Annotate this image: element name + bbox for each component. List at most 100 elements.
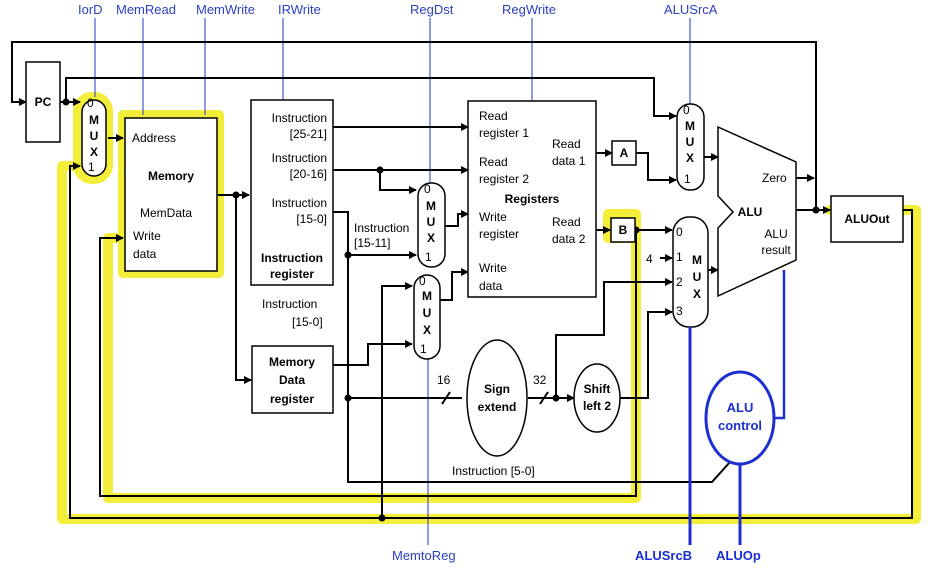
ir-range-15-0: [15-0] [296,212,327,226]
read-register-2-label-2: register 2 [479,172,529,186]
alu-result-label-2: result [761,243,791,257]
memwrite-signal-label: MemWrite [196,2,255,17]
mux-letter-u: U [693,270,702,284]
write-data-label-2: data [479,279,503,293]
constant-four-label: 4 [646,252,653,266]
bus-width-32: 32 [533,373,547,387]
write-register-label: Write [479,210,507,224]
ir-range-20-16: [20-16] [290,167,327,181]
mux-letter-u: U [90,129,99,143]
mux-input-0: 0 [87,96,94,110]
memtoreg-mux: 0 M U X 1 [413,274,441,360]
alu-control-unit: ALU control [704,270,786,466]
write-data-label: Write [479,261,507,275]
mux-letter-u: U [427,215,436,229]
memory-title: Memory [148,169,194,183]
memory-memdata-label: MemData [140,206,192,220]
aluout-label: ALUOut [844,212,889,226]
alu-control-label-1: ALU [727,400,754,415]
b-register-label: B [619,223,628,237]
mux-input-0: 0 [683,103,690,117]
ir-range-25-21: [25-21] [290,127,327,141]
memory-data-label: data [133,247,157,261]
irwrite-signal-label: IRWrite [278,2,321,17]
regwrite-signal-label: RegWrite [502,2,556,17]
register-file: Read register 1 Read register 2 Register… [467,100,597,298]
alusrca-signal-label: ALUSrcA [664,2,718,17]
mux-letter-u: U [686,135,695,149]
memtoreg-signal-label: MemtoReg [392,548,456,563]
memory-data-register: Memory Data register [251,345,334,414]
alu-title: ALU [738,205,763,219]
alu-zero-label: Zero [762,171,787,185]
ir-instr-20-16: Instruction [272,151,327,165]
alu-result-label: ALU [764,227,787,241]
sign-extend-unit: Sign extend [466,339,528,457]
regdst-mux: 0 M U X 1 [417,182,446,268]
read-register-1-label: Read [479,109,508,123]
mux-letter-x: X [90,145,98,159]
mux-input-1: 1 [88,160,95,174]
memory-address-label: Address [132,131,176,145]
mux-letter-m: M [426,199,436,213]
instruction-register: Instruction [25-21] Instruction [20-16] … [250,99,334,286]
a-register: A [611,140,637,166]
shift-left-label-1: Shift [584,382,611,396]
read-register-1-label-2: register 1 [479,126,529,140]
shift-left-2-unit: Shift left 2 [573,363,621,433]
mux-letter-m: M [685,119,695,133]
mdr-line-2: Data [279,373,305,387]
pc-register: PC [25,61,61,143]
read-data-1-label: Read [552,137,581,151]
ir-title-2: register [270,267,314,281]
mux-input-0: 0 [424,182,431,196]
mux-input-2: 2 [676,275,683,289]
junction-dots [62,98,820,522]
alusrcb-signal-label: ALUSrcB [635,548,692,563]
mux-input-1: 1 [684,172,691,186]
instr-15-11-label: Instruction [354,221,409,235]
iord-mux: 0 M U X 1 [81,96,107,177]
instr-15-11-range: [15-11] [354,236,390,250]
control-signal-labels: IorD MemRead MemWrite IRWrite RegDst Reg… [78,2,761,563]
instr-15-0-range: [15-0] [292,315,323,329]
read-register-2-label: Read [479,155,508,169]
mux-input-0: 0 [676,225,683,239]
alu-control-label-2: control [718,418,762,433]
mux-letter-x: X [686,151,694,165]
regdst-signal-label: RegDst [410,2,454,17]
mux-letter-x: X [423,323,431,337]
mux-input-1: 1 [420,342,427,356]
ir-instr-15-0: Instruction [272,196,327,210]
b-register: B [610,217,636,243]
bus-width-16: 16 [437,373,451,387]
pc-label: PC [35,95,52,109]
ir-instr-25-21: Instruction [272,111,327,125]
registers-title: Registers [505,192,560,206]
sign-extend-label-2: extend [478,400,517,414]
mux-letter-m: M [89,113,99,127]
ir-title-1: Instruction [261,251,323,265]
mux-letter-m: M [422,289,432,303]
mdr-line-1: Memory [269,355,315,369]
read-data-2-label-2: data 2 [552,232,586,246]
alusrca-mux: 0 M U X 1 [676,103,705,191]
aluop-signal-label: ALUOp [716,548,761,563]
memory-unit: Address Memory MemData Write data [124,117,218,272]
write-register-label-2: register [479,227,519,241]
mux-letter-m: M [692,253,702,267]
alusrcb-mux: 0 1 2 3 M U X [672,216,709,328]
shift-left-label-2: left 2 [583,399,611,413]
alu: Zero ALU ALU result [717,125,797,298]
a-register-label: A [620,146,629,160]
mux-letter-x: X [693,287,701,301]
instruction-5-0-label: Instruction [5-0] [452,464,535,478]
mux-letter-x: X [427,231,435,245]
mux-letter-u: U [423,306,432,320]
instr-15-0-label: Instruction [262,297,317,311]
iord-signal-label: IorD [78,2,103,17]
mux-input-1: 1 [425,250,432,264]
mdr-line-3: register [270,392,314,406]
read-data-1-label-2: data 1 [552,154,586,168]
